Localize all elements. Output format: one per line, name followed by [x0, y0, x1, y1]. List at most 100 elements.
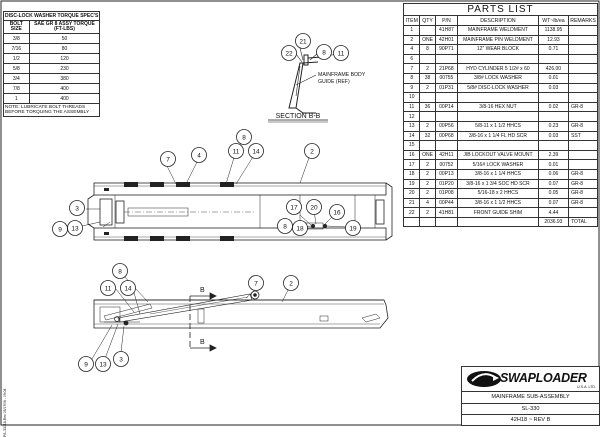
parts-list-table: PARTS LIST ITEM QTY P/N DESCRIPTION WT~l…: [402, 3, 598, 228]
part-remarks: [568, 111, 598, 122]
col-weight: WT~lb/ea: [537, 15, 570, 26]
torque-bolt-size: 3/8: [3, 33, 30, 44]
part-weight: 0.07: [537, 178, 570, 190]
part-pn: 00P13: [434, 168, 459, 180]
part-qty: ONE: [419, 149, 436, 161]
part-weight: 426.00: [537, 63, 570, 74]
item-balloon: 16: [329, 204, 345, 220]
part-description: 3/8-16 x 1 1/4 HHCS: [457, 168, 539, 180]
part-qty: 2: [419, 188, 436, 199]
part-item: 19: [402, 178, 421, 190]
part-qty: [419, 111, 436, 122]
part-description: 5/8-11 x 1 1/2 HHCS: [457, 120, 539, 132]
torque-table-title: DISC-LOCK WASHER TORQUE SPEC'S: [2, 11, 101, 21]
side-view-frame: [93, 290, 389, 329]
part-item: 2: [402, 34, 421, 46]
brand-sub: U.S.A. LTD.: [577, 385, 596, 389]
part-description: FRONT GUIDE SHIM: [457, 207, 539, 218]
part-weight: 0.06: [537, 168, 570, 180]
drawing-title: MAINFRAME SUB-ASSEMBLY: [462, 392, 599, 404]
torque-value: 50: [28, 33, 101, 44]
part-item: 22: [402, 207, 421, 218]
balloon-number: 21: [299, 38, 307, 45]
part-remarks: GR-8: [568, 197, 598, 209]
item-balloon: 3: [113, 351, 129, 367]
part-item: 18: [402, 168, 421, 180]
part-item: 8: [402, 72, 421, 84]
part-qty: [419, 53, 436, 65]
part-description: 5/16-18 x 2 HHCS: [457, 188, 539, 199]
drawing-number: SL-330: [462, 404, 599, 416]
item-balloon: 14: [120, 280, 136, 296]
balloon-number: 11: [233, 148, 240, 155]
part-weight: 0.02: [537, 101, 570, 113]
part-item: 13: [402, 120, 421, 132]
part-description: 3/8-16 x 1 3/4 SOC HD SCR: [457, 178, 539, 190]
balloon-number: 2: [289, 280, 293, 287]
parts-row: 6: [402, 53, 598, 65]
part-remarks: [568, 207, 598, 218]
col-remarks: REMARKS: [568, 15, 598, 26]
part-pn: [434, 92, 459, 103]
part-qty: [419, 140, 436, 151]
part-remarks: [568, 44, 598, 55]
torque-spec-table: DISC-LOCK WASHER TORQUE SPEC'S BOLT SIZE…: [2, 11, 101, 118]
balloon-number: 4: [197, 152, 201, 159]
drawing-revision: 42H18 ~ REV B: [510, 417, 551, 424]
part-weight: 4.44: [537, 207, 570, 218]
brand-name: SWAPLOADER: [500, 371, 587, 385]
balloon-number: 7: [166, 156, 170, 163]
part-qty: 32: [419, 130, 436, 142]
balloon-number: 17: [290, 204, 298, 211]
part-weight: 2.39: [537, 149, 570, 161]
part-remarks: [568, 159, 598, 170]
part-item: 15: [402, 140, 421, 151]
part-description: HYD CYLINDER 5 1/2# x 60: [457, 63, 539, 74]
item-balloon: 4: [191, 147, 207, 163]
part-weight: 0.03: [537, 130, 570, 142]
part-item: 12: [402, 111, 421, 122]
cut-label-top: B: [200, 287, 205, 294]
balloon-number: 19: [349, 225, 357, 232]
torque-header-bolt: BOLT SIZE: [3, 20, 30, 34]
part-description: [457, 140, 539, 151]
part-qty: 2: [419, 168, 436, 180]
part-remarks: [568, 34, 598, 46]
torque-value: 380: [28, 73, 101, 84]
parts-list-title: PARTS LIST: [403, 3, 598, 16]
item-balloon: 21: [295, 33, 311, 49]
col-item: ITEM: [402, 15, 421, 26]
part-remarks: GR-8: [568, 168, 598, 180]
torque-bolt-size: 1/2: [3, 53, 30, 64]
part-qty: 2: [419, 63, 436, 74]
torque-value: 230: [28, 63, 101, 74]
part-description: [457, 92, 539, 103]
item-balloon: 19: [345, 220, 361, 236]
item-balloon: 11: [228, 143, 244, 159]
margin-note: P/L-33018-Rev 05/17/06 - 09:08: [3, 388, 7, 437]
part-qty: 38: [419, 72, 436, 84]
part-weight: 0.07: [537, 197, 570, 209]
torque-bolt-size: 3/4: [3, 73, 30, 84]
part-description: 3/8-16 HEX NUT: [457, 101, 539, 113]
part-remarks: GR-8: [568, 120, 598, 132]
part-weight: [537, 111, 570, 122]
part-description: 3/8# LOCK WASHER: [457, 72, 539, 84]
part-pn: 42H11: [434, 149, 459, 161]
part-pn: [434, 111, 459, 122]
item-balloon: 7: [248, 275, 264, 291]
balloon-number: 8: [283, 223, 287, 230]
